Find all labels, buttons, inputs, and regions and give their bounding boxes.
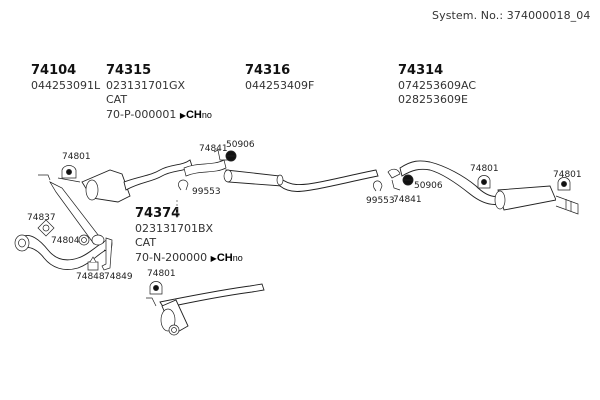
part-number: 74314: [398, 63, 444, 78]
chassis-marker: ▶CHno: [179, 108, 212, 121]
rear-silencer-74314[interactable]: [399, 160, 579, 215]
part-number: 74104: [31, 63, 77, 78]
oem-number: 023131701BX: [135, 221, 214, 235]
part-type: CAT: [106, 93, 128, 106]
part-group-74315: 74315 023131701GX CAT 70-P-000001 ▶CHno: [106, 63, 212, 124]
mid-connector-right[interactable]: [387, 168, 414, 191]
system-number: System. No.: 374000018_04: [432, 9, 591, 22]
chassis-range: 70-N-200000 ▶CHno: [135, 251, 243, 267]
label-ring-mid-left: 50906: [226, 140, 255, 150]
oem-number: 023131701GX: [106, 78, 186, 92]
catalytic-converter-74374[interactable]: [146, 283, 265, 336]
bracket[interactable]: [101, 237, 113, 271]
hanger-alt-cat[interactable]: [149, 281, 163, 295]
label-bracket-mid-right: 74841: [393, 195, 422, 205]
play-triangle-icon: ▶: [179, 110, 186, 120]
chassis-marker: ▶CHno: [210, 251, 243, 264]
label-ring-mid-right: 50906: [414, 181, 443, 191]
part-type: CAT: [135, 236, 157, 249]
mount-rubber[interactable]: [87, 256, 99, 271]
label-mount-rubber: 74848: [76, 272, 105, 282]
chassis-number: 70-P-000001: [106, 107, 177, 121]
hanger-rear-2[interactable]: [557, 177, 571, 191]
catalytic-converter-74315[interactable]: [38, 159, 193, 246]
label-hanger-front: 74801: [62, 152, 91, 162]
gasket-manifold[interactable]: [37, 219, 55, 237]
part-group-74104: 74104 044253091L: [31, 63, 101, 93]
mid-connector-left[interactable]: [183, 149, 237, 177]
oem-number: 044253091L: [31, 78, 101, 92]
part-number: 74316: [245, 63, 291, 78]
hanger-rear-1[interactable]: [477, 175, 491, 189]
oem-number: 028253609E: [398, 93, 468, 106]
clamp-left[interactable]: [178, 179, 189, 191]
label-clamp-right: 99553: [366, 196, 395, 206]
gasket-flange[interactable]: [78, 234, 90, 246]
oem-number: 074253609AC: [398, 78, 476, 92]
part-group-74314: 74314 074253609AC 028253609E: [398, 63, 476, 108]
chassis-range: 70-P-000001 ▶CHno: [106, 108, 212, 124]
part-number: 74374: [135, 206, 181, 221]
label-bracket-mid-left: 74841: [199, 144, 228, 154]
label-hanger-rear-1: 74801: [470, 164, 499, 174]
hanger-front[interactable]: [57, 165, 81, 183]
label-hanger-rear-2: 74801: [553, 170, 582, 180]
label-hanger-alt-cat: 74801: [147, 269, 176, 279]
chassis-number: 70-N-200000: [135, 250, 208, 264]
play-triangle-icon: ▶: [210, 253, 217, 263]
part-group-74316: 74316 044253409F: [245, 63, 315, 93]
clamp-right[interactable]: [373, 180, 383, 192]
part-number: 74315: [106, 63, 152, 78]
label-gasket-manifold: 74837: [27, 213, 56, 223]
middle-silencer-74316[interactable]: [223, 169, 379, 192]
oem-number: 044253409F: [245, 78, 315, 92]
part-group-74374: 74374 023131701BX CAT 70-N-200000 ▶CHno: [135, 206, 243, 267]
label-bracket: 74849: [104, 272, 133, 282]
label-gasket-flange: 74804: [51, 236, 80, 246]
label-clamp-left: 99553: [192, 187, 221, 197]
